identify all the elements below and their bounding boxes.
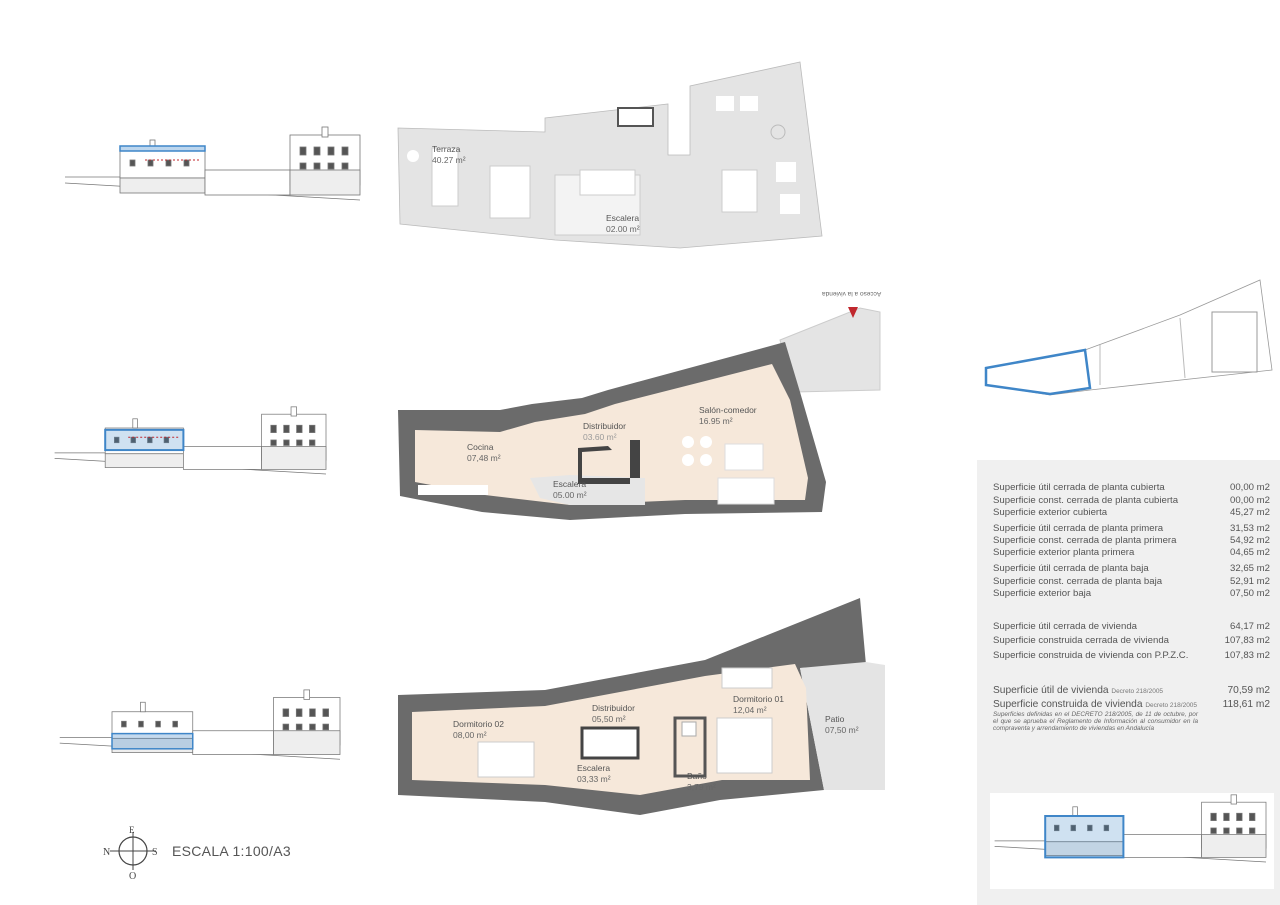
surface-label: Superficie útil cerrada de planta cubier… — [993, 482, 1165, 493]
surface-value: 107,83 m2 — [1224, 650, 1270, 661]
surface-value: 00,00 m2 — [1229, 482, 1270, 493]
surface-label: Superficie exterior baja — [993, 588, 1092, 599]
surface-value: 00,00 m2 — [1229, 495, 1270, 506]
surface-value: 07,50 m2 — [1229, 588, 1270, 599]
ground-floor-plan — [398, 598, 885, 815]
surface-value: 04,65 m2 — [1229, 547, 1270, 558]
access-marker-icon — [848, 307, 858, 318]
surface-row: Superficie útil cerrada de planta cubier… — [993, 482, 1270, 493]
elevation-thumbnail-detail — [994, 794, 1267, 863]
access-label: Acceso a la vivienda — [822, 290, 882, 297]
compass-o: O — [129, 871, 136, 882]
compass-s: S — [152, 847, 158, 858]
surface-label: Superficie const. cerrada de planta cubi… — [993, 495, 1179, 506]
elevation-thumbnail-ground-floor — [59, 689, 341, 760]
surface-label: Superficie útil cerrada de planta primer… — [993, 523, 1164, 534]
decree-row: Superficie construida de vivienda Decret… — [993, 699, 1270, 710]
decree-row: Superficie útil de vivienda Decreto 218/… — [993, 685, 1270, 696]
surface-row: Superficie exterior cubierta 45,27 m2 — [993, 507, 1270, 518]
compass-n: N — [103, 847, 110, 858]
surface-row: Superficie const. cerrada de planta cubi… — [993, 495, 1270, 506]
surface-value: 64,17 m2 — [1229, 621, 1270, 632]
compass-rose-icon: N S E O — [103, 825, 158, 882]
roof-plan — [397, 61, 823, 249]
surface-row: Superficie const. cerrada de planta prim… — [993, 535, 1270, 546]
surface-row: Superficie útil cerrada de planta baja 32… — [993, 563, 1270, 574]
surface-label: Superficie útil cerrada de planta baja — [993, 563, 1149, 574]
surface-value: 107,83 m2 — [1224, 635, 1270, 646]
first-floor-plan — [398, 307, 881, 520]
surface-row: Superficie exterior baja 07,50 m2 — [993, 588, 1270, 599]
scale-label: ESCALA 1:100/A3 — [172, 843, 291, 859]
surface-row: Superficie útil cerrada de planta primer… — [993, 523, 1270, 534]
surface-row: Superficie const. cerrada de planta baja… — [993, 576, 1270, 587]
surface-value: 32,65 m2 — [1229, 563, 1270, 574]
compass-e: E — [129, 825, 135, 835]
surface-row: Superficie construida de vivienda con P.… — [993, 650, 1270, 661]
surface-label: Superficie exterior cubierta — [993, 507, 1108, 518]
surface-value: 54,92 m2 — [1229, 535, 1270, 546]
elevation-box — [990, 793, 1274, 889]
elevation-thumbnail-first-floor — [54, 406, 327, 475]
surface-row: Superficie exterior planta primera 04,65 … — [993, 547, 1270, 558]
surface-row: Superficie construida cerrada de viviend… — [993, 635, 1270, 646]
elevation-thumbnail-roof — [64, 126, 361, 201]
site-plan-thumbnail — [984, 279, 1273, 396]
surface-label: Superficie const. cerrada de planta baja — [993, 576, 1163, 587]
decree-note: Superficies definidas en el DECRETO 218/… — [993, 711, 1198, 732]
surface-value: 52,91 m2 — [1229, 576, 1270, 587]
surface-label: Superficie exterior planta primera — [993, 547, 1135, 558]
surface-label: Superficie útil cerrada de vivienda — [993, 621, 1137, 632]
surface-value: 45,27 m2 — [1229, 507, 1270, 518]
surface-label: Superficie construida cerrada de viviend… — [993, 635, 1169, 646]
surface-label: Superficie const. cerrada de planta prim… — [993, 535, 1177, 546]
surface-value: 31,53 m2 — [1229, 523, 1270, 534]
surface-row: Superficie útil cerrada de vivienda 64,17… — [993, 621, 1270, 632]
surface-label: Superficie construida de vivienda con P.… — [993, 650, 1189, 661]
